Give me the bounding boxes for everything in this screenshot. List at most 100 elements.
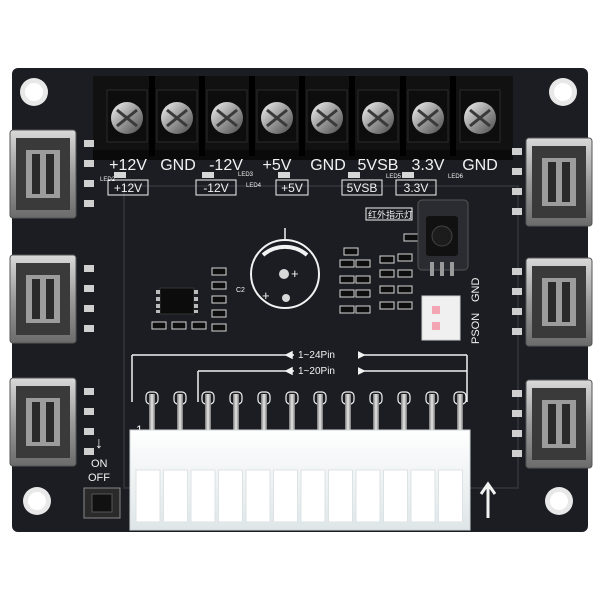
terminal-label: 5VSB [358,157,399,174]
usb-port[interactable] [9,254,77,344]
terminal-label: GND [462,157,498,174]
electrolytic-capacitor-footprint: + + [250,228,320,309]
mounting-hole-bottom-left [23,487,51,515]
header-pin [201,391,215,430]
voltage-label: -12V [203,181,228,195]
smd-led [402,172,414,178]
terminal-screw[interactable] [306,89,348,143]
terminal-screw[interactable] [156,89,198,143]
smd-component [339,289,355,298]
smd-component [379,269,395,278]
smd-component [211,281,227,290]
led-label: LED5 [386,174,402,180]
smd-component [379,301,395,310]
voltage-label: 5VSB [347,181,378,195]
smd-component [397,285,413,294]
smd-component [151,321,167,330]
usb-port[interactable] [525,137,593,227]
smd-component [211,295,227,304]
smd-component [397,253,413,262]
pin20-label: 1~20Pin [298,366,335,377]
smd-component [355,289,371,298]
ir-receiver [417,199,469,276]
usb-port[interactable] [9,129,77,219]
voltage-label-box [275,179,309,196]
ir-indicator-label: 红外指示灯 [368,209,413,220]
smd-component [355,305,371,314]
smd-component [403,233,419,242]
smd-component [339,259,355,268]
voltage-label-box [341,179,383,196]
smd-component [355,259,371,268]
smd-component [211,267,227,276]
voltage-label-box [395,179,437,196]
led-label: LED2 [100,177,116,183]
header-pin [453,391,467,430]
switch-off-label: OFF [88,472,110,484]
smd-component [379,285,395,294]
smd-component [339,275,355,284]
pcb-board [12,68,588,532]
pson-header [421,295,461,341]
terminal-label: GND [160,157,196,174]
voltage-label: +12V [114,181,142,195]
header-pin [425,391,439,430]
smd-component [355,275,371,284]
voltage-label: +5V [281,181,303,195]
atx-24pin-connector [129,429,471,531]
header-pin [257,391,271,430]
terminal-label: 3.3V [412,157,445,174]
usb-port[interactable] [9,377,77,467]
svg-text:+: + [291,266,299,281]
led-label: LED3 [238,172,254,178]
down-arrow-icon: ↓ [95,435,103,452]
ic-chip [156,287,198,315]
smd-led [278,172,290,178]
mounting-hole-bottom-right [545,487,573,515]
header-pin [173,391,187,430]
terminal-screw[interactable] [459,89,501,143]
pson-gnd-label: GND [470,278,482,303]
smd-component [397,269,413,278]
pin24-label: 1~24Pin [298,350,335,361]
usb-port[interactable] [525,379,593,469]
smd-component [191,321,207,330]
cap-label: C2 [236,287,245,294]
terminal-screw[interactable] [407,89,449,143]
terminal-label: GND [310,157,346,174]
voltage-label: 3.3V [404,181,429,195]
led-label: LED4 [246,183,262,189]
up-arrow-icon [479,481,497,518]
smd-component [379,255,395,264]
smd-component [339,305,355,314]
pson-label: PSON [470,313,482,344]
smd-component [343,247,359,256]
smd-component [211,309,227,318]
mounting-hole-top-right [549,78,577,106]
header-pin [397,391,411,430]
switch-on-label: ON [91,458,108,470]
header-pin [369,391,383,430]
terminal-label: +12V [109,157,147,174]
smd-component [211,323,227,332]
terminal-screw[interactable] [256,89,298,143]
mounting-hole-top-left [20,78,48,106]
terminal-label: +5V [263,157,292,174]
power-switch[interactable] [83,487,121,519]
smd-led [202,172,214,178]
terminal-screw[interactable] [206,89,248,143]
header-pin [229,391,243,430]
smd-component [171,321,187,330]
smd-component [397,301,413,310]
screw-terminal-block [93,76,513,160]
voltage-label-box [107,179,149,196]
terminal-label: -12V [209,157,243,174]
usb-port[interactable] [525,257,593,347]
terminal-screw[interactable] [106,89,148,143]
smd-led [348,172,360,178]
header-pin [341,391,355,430]
header-pin [145,391,159,430]
terminal-screw[interactable] [357,89,399,143]
led-label: LED6 [448,174,464,180]
